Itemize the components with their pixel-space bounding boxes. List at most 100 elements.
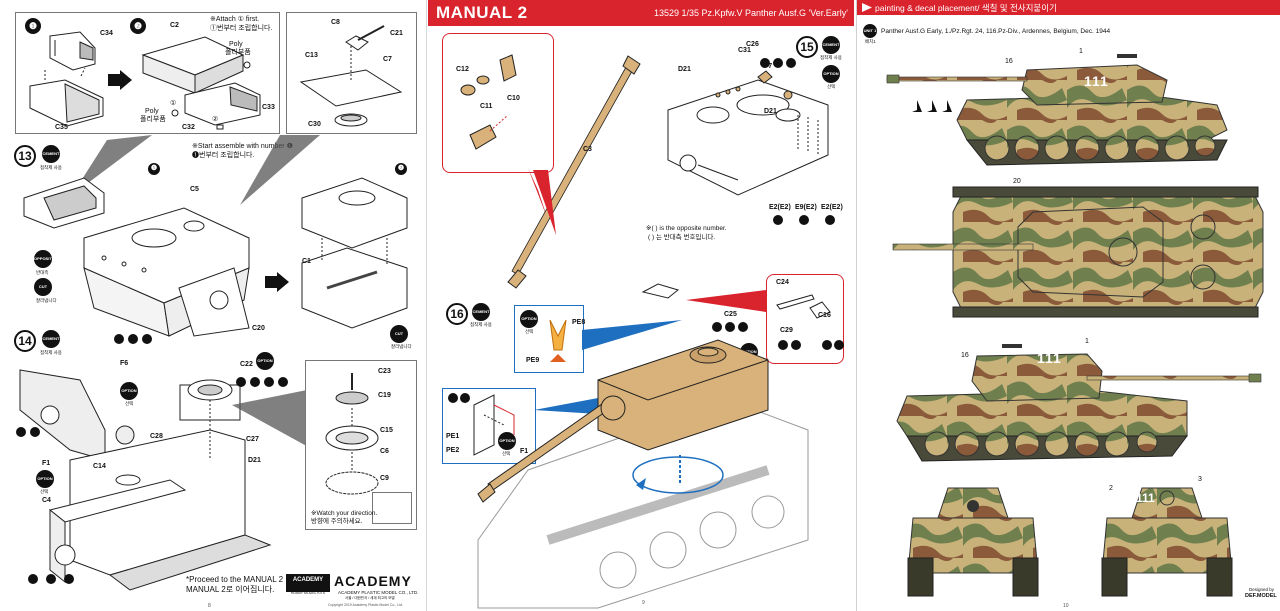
step-13-number: 13 xyxy=(14,145,36,167)
part-pe2: PE2 xyxy=(446,447,460,454)
poly-label-2-ko: 폴리부품 xyxy=(140,116,166,123)
part-c25: C25 xyxy=(724,311,737,318)
part-c14: C14 xyxy=(93,463,106,470)
option-mini-18 xyxy=(825,215,835,225)
turret-number-right: 111 xyxy=(1037,350,1062,366)
red-pointer xyxy=(533,170,556,235)
page-number-10: 10 xyxy=(1063,603,1069,609)
hatch-drawing xyxy=(641,283,680,299)
unit-description: Panther Ausf.G Early, 1./Pz.Rgt. 24, 116… xyxy=(881,28,1111,35)
option-mini-27 xyxy=(738,322,748,332)
barrel-parts-drawing xyxy=(460,54,517,150)
arrow-icon-2 xyxy=(265,272,289,292)
painting-page-10: painting & decal placement/ 색칠 및 전사지붙이기 … xyxy=(856,0,1280,611)
part-pe8: PE8 xyxy=(572,319,586,326)
part-d21-a: D21 xyxy=(678,66,691,73)
part-f6: F6 xyxy=(120,360,129,367)
cement-icon: CEMENT xyxy=(42,145,60,163)
proceed-note: *Proceed to the MANUAL 2 xyxy=(186,575,284,584)
watch-note: ※Watch your direction. xyxy=(311,510,378,517)
tank-side-profile-left xyxy=(886,54,1228,166)
start-note-ko: ❶번부터 조립합니다. xyxy=(192,152,255,159)
academy-logo: ACADEMY xyxy=(334,573,412,589)
opposite-number-note-ko: ( ) 는 반대측 번호입니다. xyxy=(648,234,716,241)
option-mini-5 xyxy=(250,377,260,387)
option-caption-5: 선택 xyxy=(525,329,534,334)
part-c8: C8 xyxy=(331,19,340,26)
part-c1: C1 xyxy=(302,258,311,265)
option-mini-26 xyxy=(725,322,735,332)
hull-rear-drawing xyxy=(19,369,272,591)
tank-top-view xyxy=(892,186,1264,318)
option-icon-5: OPTION xyxy=(520,310,538,328)
part-c12: C12 xyxy=(456,66,469,73)
opposite-number-note: ※( ) is the opposite number. xyxy=(646,225,727,232)
mg-drawing xyxy=(776,294,831,319)
photo-etch-drawing xyxy=(549,319,567,362)
direction-inset xyxy=(372,492,412,524)
step-marker-2b: ❷ xyxy=(395,163,407,175)
watch-note-ko: 방향에 주의하세요. xyxy=(311,518,363,525)
part-c15: C15 xyxy=(380,427,393,434)
part-d21: D21 xyxy=(248,457,261,464)
page-number-8: 8 xyxy=(208,603,211,609)
cut-icon: CUT xyxy=(34,278,52,296)
part-drawing-c2-c33 xyxy=(141,36,261,130)
part-c30: C30 xyxy=(308,121,321,128)
option-mini-11 xyxy=(46,574,56,584)
part-drawing-periscope xyxy=(299,25,403,127)
option-mini-9 xyxy=(30,427,40,437)
part-pe9: PE9 xyxy=(526,357,540,364)
decal-1-a: 1 xyxy=(1079,48,1083,55)
option-mini-16 xyxy=(773,215,783,225)
attach-note-ko: ①번부터 조립합니다. xyxy=(210,25,273,32)
designer-label: Designed by xyxy=(1249,587,1275,592)
callout-wedge xyxy=(72,135,152,195)
option-caption-4: 선택 xyxy=(827,84,836,89)
option-mini-7 xyxy=(278,377,288,387)
decal-1-b: 1 xyxy=(1085,338,1089,345)
option-icon-6: OPTION xyxy=(498,432,516,450)
part-e9: E9(E2) xyxy=(795,204,817,211)
blue-pointer xyxy=(582,320,682,350)
cement-icon-3: CEMENT xyxy=(822,36,840,54)
poly-label-2: Poly xyxy=(145,108,159,115)
start-note: ※Start assemble with number ❶ xyxy=(192,143,293,150)
turret-assembled-drawing xyxy=(301,177,408,329)
option-icon: OPTION xyxy=(120,382,138,400)
part-c11: C11 xyxy=(480,103,493,110)
cut-caption-2: 잘라냅니다 xyxy=(391,344,412,349)
cement-caption-3: 접착제 사용 xyxy=(820,55,842,60)
option-caption: 선택 xyxy=(125,401,134,406)
part-c27: C27 xyxy=(246,436,259,443)
red-pointer-2 xyxy=(686,290,766,312)
part-c24: C24 xyxy=(776,279,789,286)
turret-number-left: 111 xyxy=(1084,73,1109,89)
marker-1: ① xyxy=(170,100,177,107)
marker-2: ② xyxy=(212,116,219,123)
part-c23: C23 xyxy=(378,368,391,375)
academy-box-sub: HOBBY MODEL KITS xyxy=(290,591,326,595)
part-c7: C7 xyxy=(383,56,392,63)
rack-drawing xyxy=(473,394,515,456)
manual-2-header: MANUAL 2 13529 1/35 Pz.Kpfw.V Panther Au… xyxy=(428,0,854,26)
option-mini-23 xyxy=(822,340,832,350)
proceed-note-ko: MANUAL 2로 이어집니다. xyxy=(186,585,275,594)
opposite-icon: OPPOSITE xyxy=(34,250,52,268)
step-15-number: 15 xyxy=(796,36,818,58)
step-marker-1: ❶ xyxy=(25,18,41,34)
gun-barrel-detail-box xyxy=(442,33,554,173)
part-c29: C29 xyxy=(780,327,793,334)
option-mini-17 xyxy=(799,215,809,225)
part-c9: C9 xyxy=(380,475,389,482)
cement-caption-4: 접착제 사용 xyxy=(470,322,492,327)
part-e2-b: E2(E2) xyxy=(821,204,843,211)
barrel-drawing xyxy=(493,55,641,289)
option-mini-14 xyxy=(773,58,783,68)
option-mini-22 xyxy=(791,340,801,350)
painting-header: painting & decal placement/ 색칠 및 전사지붙이기 xyxy=(857,0,1280,15)
painting-title: painting & decal placement/ 색칠 및 전사지붙이기 xyxy=(875,3,1057,13)
arrow-icon xyxy=(108,70,132,90)
academy-box-logo: ACADEMY xyxy=(286,574,330,592)
part-f7: F7 xyxy=(764,63,773,70)
